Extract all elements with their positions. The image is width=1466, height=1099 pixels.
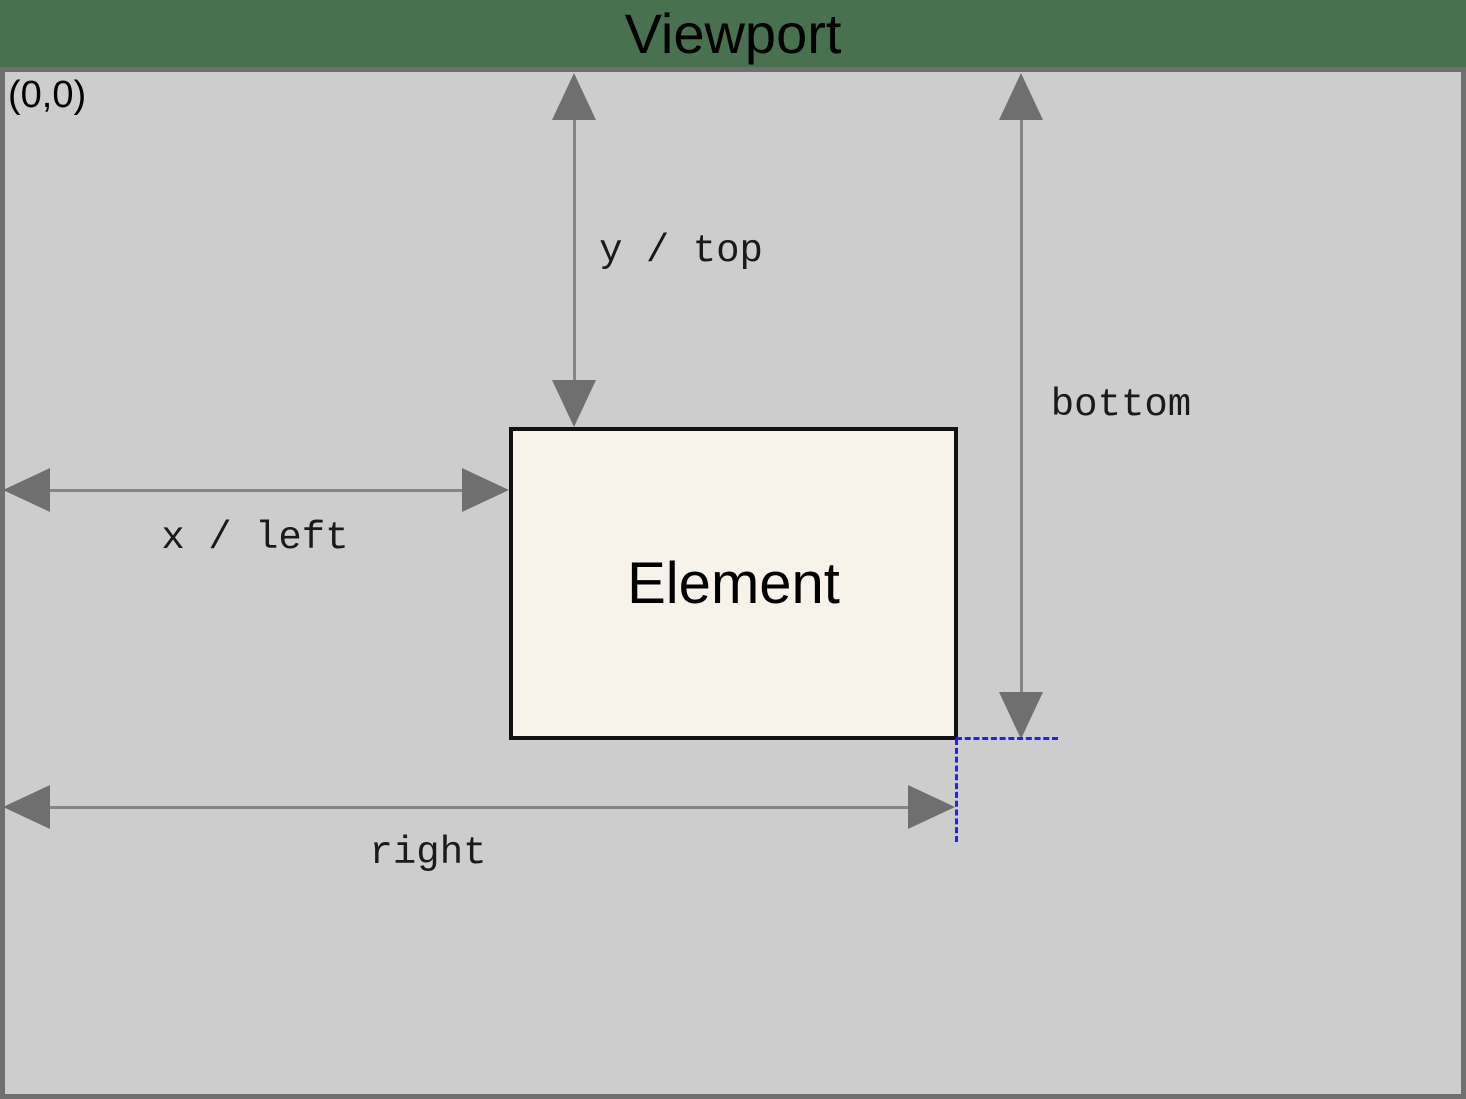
x-left-label: x / left <box>161 516 349 560</box>
bottom-edge-guide-line <box>956 737 1058 740</box>
x-left-distance-arrow <box>3 468 509 512</box>
arrowhead-right-icon <box>908 785 955 829</box>
arrowhead-up-icon <box>552 73 596 120</box>
arrowhead-up-icon <box>999 73 1043 120</box>
arrowhead-left-icon <box>3 785 50 829</box>
origin-coordinates-label: (0,0) <box>8 74 87 116</box>
element-box: Element <box>509 427 958 740</box>
diagram-header: Viewport <box>0 0 1466 67</box>
right-edge-guide-line <box>955 739 958 842</box>
arrow-line <box>572 81 576 419</box>
arrowhead-down-icon <box>552 380 596 427</box>
y-top-label: y / top <box>599 229 763 273</box>
element-label: Element <box>627 551 840 616</box>
arrow-line <box>1019 81 1023 731</box>
bottom-distance-arrow <box>999 73 1043 739</box>
right-label: right <box>369 831 487 875</box>
bottom-label: bottom <box>1050 383 1192 427</box>
y-top-distance-arrow <box>552 73 596 427</box>
arrowhead-right-icon <box>462 468 509 512</box>
viewport-title: Viewport <box>624 2 842 65</box>
right-distance-arrow <box>3 785 955 829</box>
arrowhead-down-icon <box>999 692 1043 739</box>
arrowhead-left-icon <box>3 468 50 512</box>
arrow-line <box>11 488 501 492</box>
arrow-line <box>11 805 947 809</box>
